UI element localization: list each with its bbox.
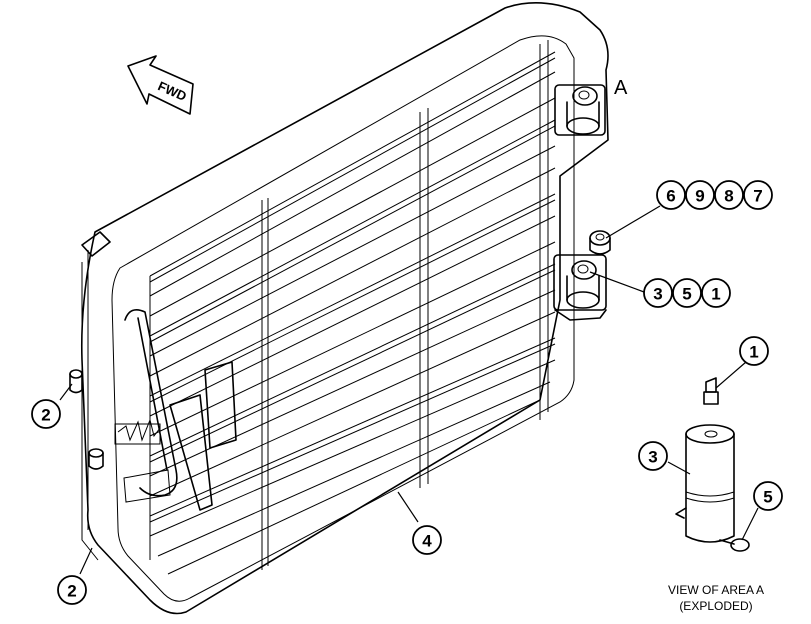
callout-3-exploded: 3 bbox=[638, 441, 668, 471]
mounting-pin-upper bbox=[69, 369, 83, 394]
callout-5-top: 5 bbox=[672, 278, 702, 308]
svg-text:7: 7 bbox=[753, 187, 762, 206]
svg-text:1: 1 bbox=[749, 343, 758, 362]
svg-text:4: 4 bbox=[422, 532, 432, 551]
svg-text:5: 5 bbox=[682, 285, 691, 304]
callout-1-exploded: 1 bbox=[739, 336, 769, 366]
callout-4: 4 bbox=[412, 525, 442, 555]
grille-panel bbox=[69, 2, 611, 615]
grille-slats bbox=[149, 51, 556, 575]
mounting-pin-lower bbox=[88, 448, 104, 470]
svg-text:8: 8 bbox=[724, 187, 733, 206]
grille-ribs bbox=[149, 40, 549, 570]
callout-5-exploded: 5 bbox=[753, 481, 783, 511]
svg-text:6: 6 bbox=[666, 187, 675, 206]
callout-3-top: 3 bbox=[643, 278, 673, 308]
caption-line-2: (EXPLODED) bbox=[679, 599, 752, 613]
svg-text:9: 9 bbox=[695, 187, 704, 206]
callout-2-upper: 2 bbox=[31, 399, 61, 429]
callout-2-lower: 2 bbox=[57, 575, 87, 605]
callout-1-top: 1 bbox=[701, 278, 731, 308]
svg-text:2: 2 bbox=[41, 406, 50, 425]
lower-hinge bbox=[553, 254, 607, 321]
callout-6: 6 bbox=[656, 180, 686, 210]
upper-hinge bbox=[554, 84, 606, 136]
callout-leaders bbox=[59, 205, 759, 575]
exploded-hinge-view bbox=[675, 377, 750, 552]
svg-text:2: 2 bbox=[67, 582, 76, 601]
svg-text:1: 1 bbox=[711, 285, 720, 304]
latch-handle bbox=[114, 309, 237, 511]
callout-8: 8 bbox=[714, 180, 744, 210]
callout-9: 9 bbox=[685, 180, 715, 210]
svg-text:3: 3 bbox=[648, 448, 657, 467]
area-a-label: A bbox=[614, 77, 628, 99]
hinge-bolt bbox=[589, 230, 611, 255]
caption-line-1: VIEW OF AREA A bbox=[668, 583, 764, 597]
callout-7: 7 bbox=[743, 180, 773, 210]
svg-text:5: 5 bbox=[763, 488, 772, 507]
svg-text:3: 3 bbox=[653, 285, 662, 304]
fwd-arrow-icon: FWD bbox=[127, 55, 194, 115]
